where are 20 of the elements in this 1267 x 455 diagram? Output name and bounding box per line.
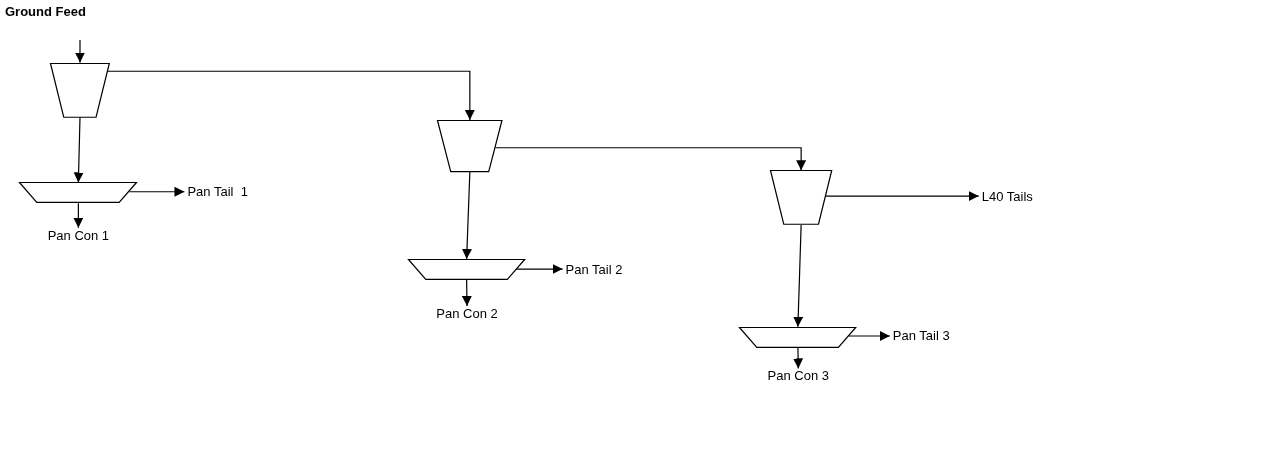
arrow xyxy=(848,331,891,341)
arrow xyxy=(73,202,84,229)
arrow xyxy=(128,186,186,197)
arrow xyxy=(461,279,472,307)
arrow xyxy=(516,264,564,275)
stream-label: Pan Tail 1 xyxy=(187,184,248,200)
stream-label: Pan Tail 3 xyxy=(892,328,950,344)
stream-label: Pan Tail 2 xyxy=(565,261,623,277)
arrow xyxy=(793,224,804,328)
stream-label: L40 Tails xyxy=(981,188,1033,204)
arrow xyxy=(73,116,84,184)
arrow xyxy=(825,191,980,202)
stream-label: Pan Con 2 xyxy=(436,305,498,321)
diagram-title: Ground Feed xyxy=(5,4,86,19)
arrow xyxy=(793,347,804,370)
arrow xyxy=(107,70,475,121)
arrow xyxy=(462,171,472,260)
arrow xyxy=(75,39,85,64)
stream-label: Pan Con 1 xyxy=(47,227,110,243)
stream-label: Pan Con 3 xyxy=(767,368,829,384)
